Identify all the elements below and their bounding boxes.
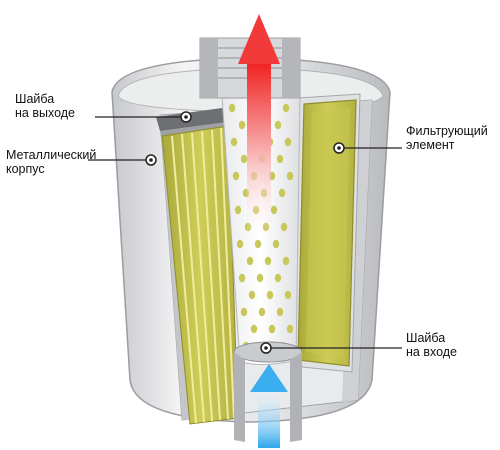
label-filter-element-line1: Фильтрующий	[406, 124, 488, 138]
label-metal-housing-line1: Металлический	[6, 148, 97, 162]
perforation-hole	[232, 171, 240, 181]
perforation-hole	[282, 256, 290, 266]
filter-element-right	[291, 93, 361, 373]
label-outlet-washer-line2: на выходе	[15, 106, 75, 120]
perforation-hole	[286, 171, 294, 181]
callout-dot-icon	[260, 342, 272, 354]
label-metal-housing-line2: корпус	[6, 162, 45, 176]
perforation-hole	[270, 205, 278, 215]
label-inlet-washer-line1: Шайба	[406, 331, 446, 345]
callout-dot-icon	[145, 154, 157, 166]
leader-lines	[88, 116, 402, 349]
perforation-hole	[238, 273, 246, 283]
perforation-hole	[278, 188, 286, 198]
perforation-hole	[234, 205, 242, 215]
perforation-hole	[240, 154, 248, 164]
perforation-hole	[286, 324, 294, 334]
perforation-hole	[258, 307, 266, 317]
perforation-hole	[236, 239, 244, 249]
callout-dot-icon	[333, 142, 345, 154]
label-metal-housing: Металлический корпус	[6, 148, 96, 176]
callout-dot-icon	[180, 111, 192, 123]
label-outlet-washer-line1: Шайба	[15, 92, 55, 106]
perforation-hole	[250, 324, 258, 334]
inlet-washer	[233, 341, 303, 442]
perforation-hole	[268, 324, 276, 334]
perforation-hole	[238, 120, 246, 130]
perforation-hole	[274, 273, 282, 283]
perforation-hole	[282, 103, 290, 113]
perforation-hole	[276, 307, 284, 317]
perforation-hole	[230, 137, 238, 147]
perforation-hole	[284, 137, 292, 147]
perforation-hole	[256, 273, 264, 283]
perforation-hole	[246, 256, 254, 266]
label-filter-element-line2: элемент	[406, 138, 455, 152]
label-filter-element: Фильтрующий элемент	[406, 124, 488, 152]
label-inlet-washer: Шайба на входе	[406, 331, 457, 359]
perforation-hole	[274, 120, 282, 130]
perforation-hole	[272, 239, 280, 249]
perforation-hole	[264, 256, 272, 266]
perforation-hole	[284, 290, 292, 300]
perforation-hole	[228, 103, 236, 113]
perforation-hole	[248, 290, 256, 300]
inflow-arrow-icon	[250, 364, 288, 448]
perforation-hole	[280, 222, 288, 232]
perforation-hole	[266, 290, 274, 300]
perforation-hole	[240, 307, 248, 317]
label-inlet-washer-line2: на входе	[406, 345, 458, 359]
perforation-hole	[276, 154, 284, 164]
callout-dots	[145, 111, 345, 354]
outflow-arrow-icon	[238, 14, 280, 242]
label-outlet-washer: Шайба на выходе	[15, 92, 75, 120]
